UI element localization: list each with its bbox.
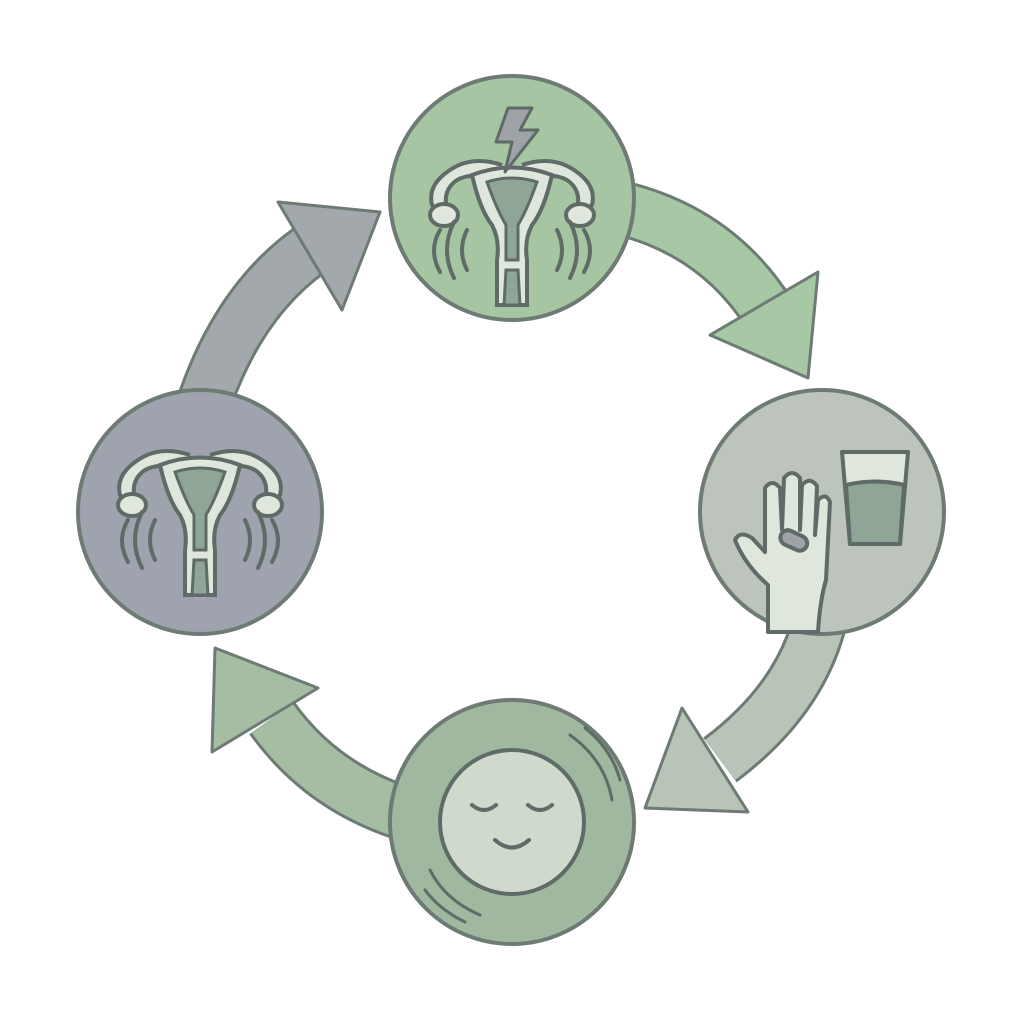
arrow-cramp-to-medication [620, 182, 820, 380]
arrow-relief-to-calm-uterus [210, 646, 410, 839]
hand-pill-icon [733, 471, 832, 634]
node-medication [698, 388, 946, 636]
node-calm-uterus [76, 388, 324, 636]
water-glass-icon [840, 450, 910, 546]
calm-face-icon [438, 748, 586, 896]
motion-lines-icon [423, 726, 622, 924]
arrow-calm-uterus-to-cramp [178, 200, 382, 410]
arrow-medication-to-relief [643, 612, 848, 814]
node-relief [388, 698, 636, 946]
lightning-icon [494, 106, 540, 174]
node-cramp [388, 74, 636, 322]
